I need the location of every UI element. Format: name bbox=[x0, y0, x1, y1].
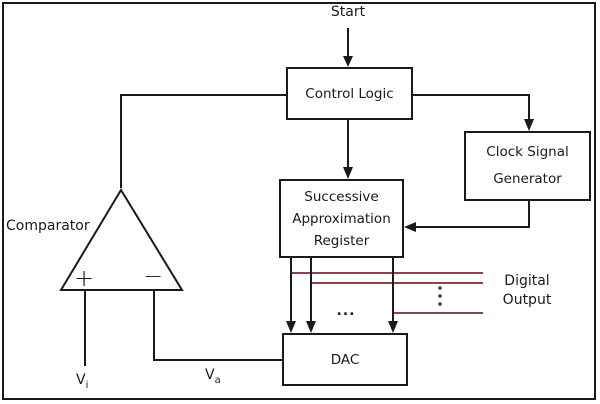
successive-approximation-register-block: Successive Approximation Register bbox=[279, 179, 404, 258]
bit-lines-ellipsis-label: ... bbox=[336, 303, 356, 319]
arrowhead-down-icon bbox=[343, 167, 353, 179]
digital-output-lines bbox=[291, 272, 483, 314]
sar-label-line2: Approximation bbox=[292, 210, 391, 227]
digital-output-label: Digital Output bbox=[503, 272, 552, 310]
wire-start-to-control-logic bbox=[343, 28, 353, 67]
wire-sar-to-dac-bit1 bbox=[286, 258, 296, 333]
clock-signal-generator-label-line2: Generator bbox=[493, 171, 562, 187]
va-signal-label: Va bbox=[205, 367, 221, 386]
comparator-plus-input-label: + bbox=[73, 264, 95, 292]
wire-sar-to-dac-bit2 bbox=[306, 258, 316, 333]
dac-label: DAC bbox=[330, 351, 360, 368]
clock-signal-generator-label-line1: Clock Signal bbox=[486, 144, 569, 160]
wire-comparator-to-control-logic bbox=[120, 94, 286, 188]
comparator-triangle-icon bbox=[59, 188, 184, 291]
wire-dac-to-comparator bbox=[153, 290, 282, 361]
arrowhead-down-icon bbox=[306, 321, 316, 333]
digital-output-label-line1: Digital bbox=[504, 273, 550, 289]
sar-label-line1: Successive bbox=[304, 188, 379, 205]
digital-output-vertical-dots bbox=[438, 286, 442, 306]
clock-signal-generator-block: Clock Signal Generator bbox=[464, 131, 591, 201]
start-label: Start bbox=[330, 4, 366, 20]
control-logic-label: Control Logic bbox=[305, 85, 394, 102]
dac-block: DAC bbox=[282, 333, 408, 386]
sar-label-line3: Register bbox=[313, 232, 370, 249]
diagram-border bbox=[2, 2, 596, 400]
arrowhead-down-icon bbox=[343, 56, 353, 67]
comparator-label: Comparator bbox=[6, 218, 90, 234]
wire-clock-generator-to-sar bbox=[404, 201, 530, 232]
control-logic-block: Control Logic bbox=[286, 67, 413, 120]
wire-control-logic-to-clock-generator bbox=[413, 94, 534, 131]
comparator-minus-input-label: − bbox=[142, 262, 164, 290]
arrowhead-down-icon bbox=[388, 321, 398, 333]
arrowhead-down-icon bbox=[286, 321, 296, 333]
digital-output-label-line2: Output bbox=[502, 292, 552, 308]
vi-input-label: Vi bbox=[76, 372, 89, 391]
arrowhead-left-icon bbox=[404, 222, 416, 232]
wire-sar-to-dac-bitn bbox=[388, 258, 398, 333]
wire-control-logic-to-sar bbox=[343, 120, 353, 179]
arrowhead-down-icon bbox=[524, 119, 534, 131]
